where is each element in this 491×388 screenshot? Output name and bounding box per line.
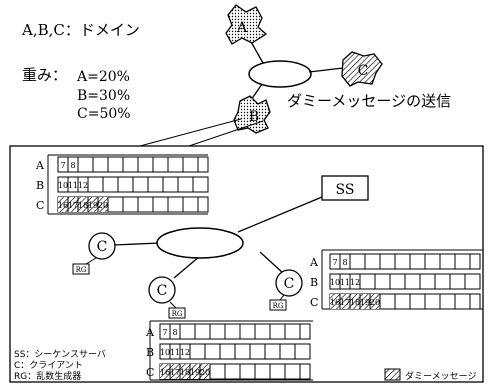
rg-box-3 [269, 299, 287, 311]
message-seq-number: 17 [68, 201, 78, 210]
dummy-message-cell [330, 294, 340, 309]
legend-ss: SS：シーケンスサーバ [14, 349, 106, 360]
rg-1-label: RG [76, 266, 87, 274]
row-label-b: B [310, 276, 318, 289]
message-seq-number: 8 [342, 258, 347, 267]
row-label-b: B [146, 346, 154, 359]
row-label-a: A [35, 159, 45, 172]
dummy-message-cell [58, 197, 68, 212]
dummy-message-cell [160, 364, 170, 379]
client-1-label: C [97, 239, 108, 255]
message-seq-number: 11 [68, 181, 78, 190]
message-seq-number: 11 [170, 348, 180, 357]
domain-b-blob [233, 95, 271, 134]
message-seq-number: 19 [88, 201, 98, 210]
weight-c: C=50% [77, 106, 131, 122]
dummy-message-cell [370, 294, 380, 309]
message-seq-number: 12 [78, 181, 88, 190]
message-seq-number: 16 [58, 201, 68, 210]
client-node-2 [148, 276, 176, 304]
dummy-message-cell [180, 364, 190, 379]
weight-a: A=20% [76, 69, 130, 85]
ss-label: SS [336, 182, 355, 198]
message-seq-number: 12 [180, 348, 190, 357]
dummy-message-cell [98, 197, 108, 212]
client-3-label: C [284, 276, 295, 292]
message-seq-number: 20 [200, 368, 210, 377]
message-seq-number: 11 [340, 278, 350, 287]
message-seq-number: 8 [172, 328, 177, 337]
message-seq-number: 10 [160, 348, 170, 357]
rg-box-1 [72, 263, 90, 275]
dummy-message-cell [88, 197, 98, 212]
message-seq-number: 10 [330, 278, 340, 287]
client-node-3 [275, 269, 303, 297]
legend-dummy-swatch [384, 368, 401, 381]
dummy-message-cell [360, 294, 370, 309]
domain-a-blob [225, 4, 268, 45]
dummy-message-cell [78, 197, 88, 212]
dummy-message-cell [340, 294, 350, 309]
message-seq-number: 10 [58, 181, 68, 190]
dummy-message-cell [190, 364, 200, 379]
message-seq-number: 8 [70, 161, 75, 170]
row-label-c: C [310, 296, 318, 309]
legend-dummy: ダミーメッセージ [405, 370, 476, 382]
message-seq-number: 18 [180, 368, 190, 377]
row-label-b: B [36, 179, 44, 192]
message-seq-number: 20 [98, 201, 108, 210]
dummy-send-label: ダミーメッセージの送信 [287, 92, 451, 110]
message-seq-number: 7 [332, 258, 337, 267]
weights-title: 重み： [22, 66, 67, 84]
message-seq-number: 19 [360, 298, 370, 307]
row-label-a: A [309, 256, 319, 269]
message-seq-number: 19 [190, 368, 200, 377]
message-seq-number: 17 [340, 298, 350, 307]
dummy-message-cell [350, 294, 360, 309]
weight-b: B=30% [77, 88, 130, 104]
message-seq-number: 16 [330, 298, 340, 307]
rg-2-label: RG [172, 310, 183, 318]
domain-a-label: A [236, 20, 248, 36]
client-node-1 [88, 232, 116, 260]
domains-label: A,B,C：ドメイン [21, 21, 140, 39]
message-seq-number: 18 [78, 201, 88, 210]
legend-client: C：クライアント [14, 360, 83, 371]
row-label-c: C [36, 199, 44, 212]
client-2-label: C [157, 283, 168, 299]
row-label-c: C [146, 366, 154, 379]
detail-network-ellipse [156, 227, 244, 259]
top-network-ellipse [248, 60, 312, 88]
rg-3-label: RG [273, 302, 284, 310]
message-seq-number: 16 [160, 368, 170, 377]
dummy-message-cell [68, 197, 78, 212]
message-seq-number: 20 [370, 298, 380, 307]
sequence-server-box [321, 175, 369, 201]
message-seq-number: 12 [350, 278, 360, 287]
row-label-a: A [145, 326, 155, 339]
domain-c-blob [341, 51, 383, 87]
message-seq-number: 7 [162, 328, 167, 337]
legend-rg: RG：乱数生成器 [14, 370, 81, 382]
domain-c-label: C [358, 63, 369, 79]
message-seq-number: 17 [170, 368, 180, 377]
dummy-message-cell [170, 364, 180, 379]
message-seq-number: 18 [350, 298, 360, 307]
message-seq-number: 7 [60, 161, 65, 170]
domain-b-label: B [249, 109, 259, 125]
dummy-message-cell [200, 364, 210, 379]
rg-box-2 [168, 307, 186, 319]
